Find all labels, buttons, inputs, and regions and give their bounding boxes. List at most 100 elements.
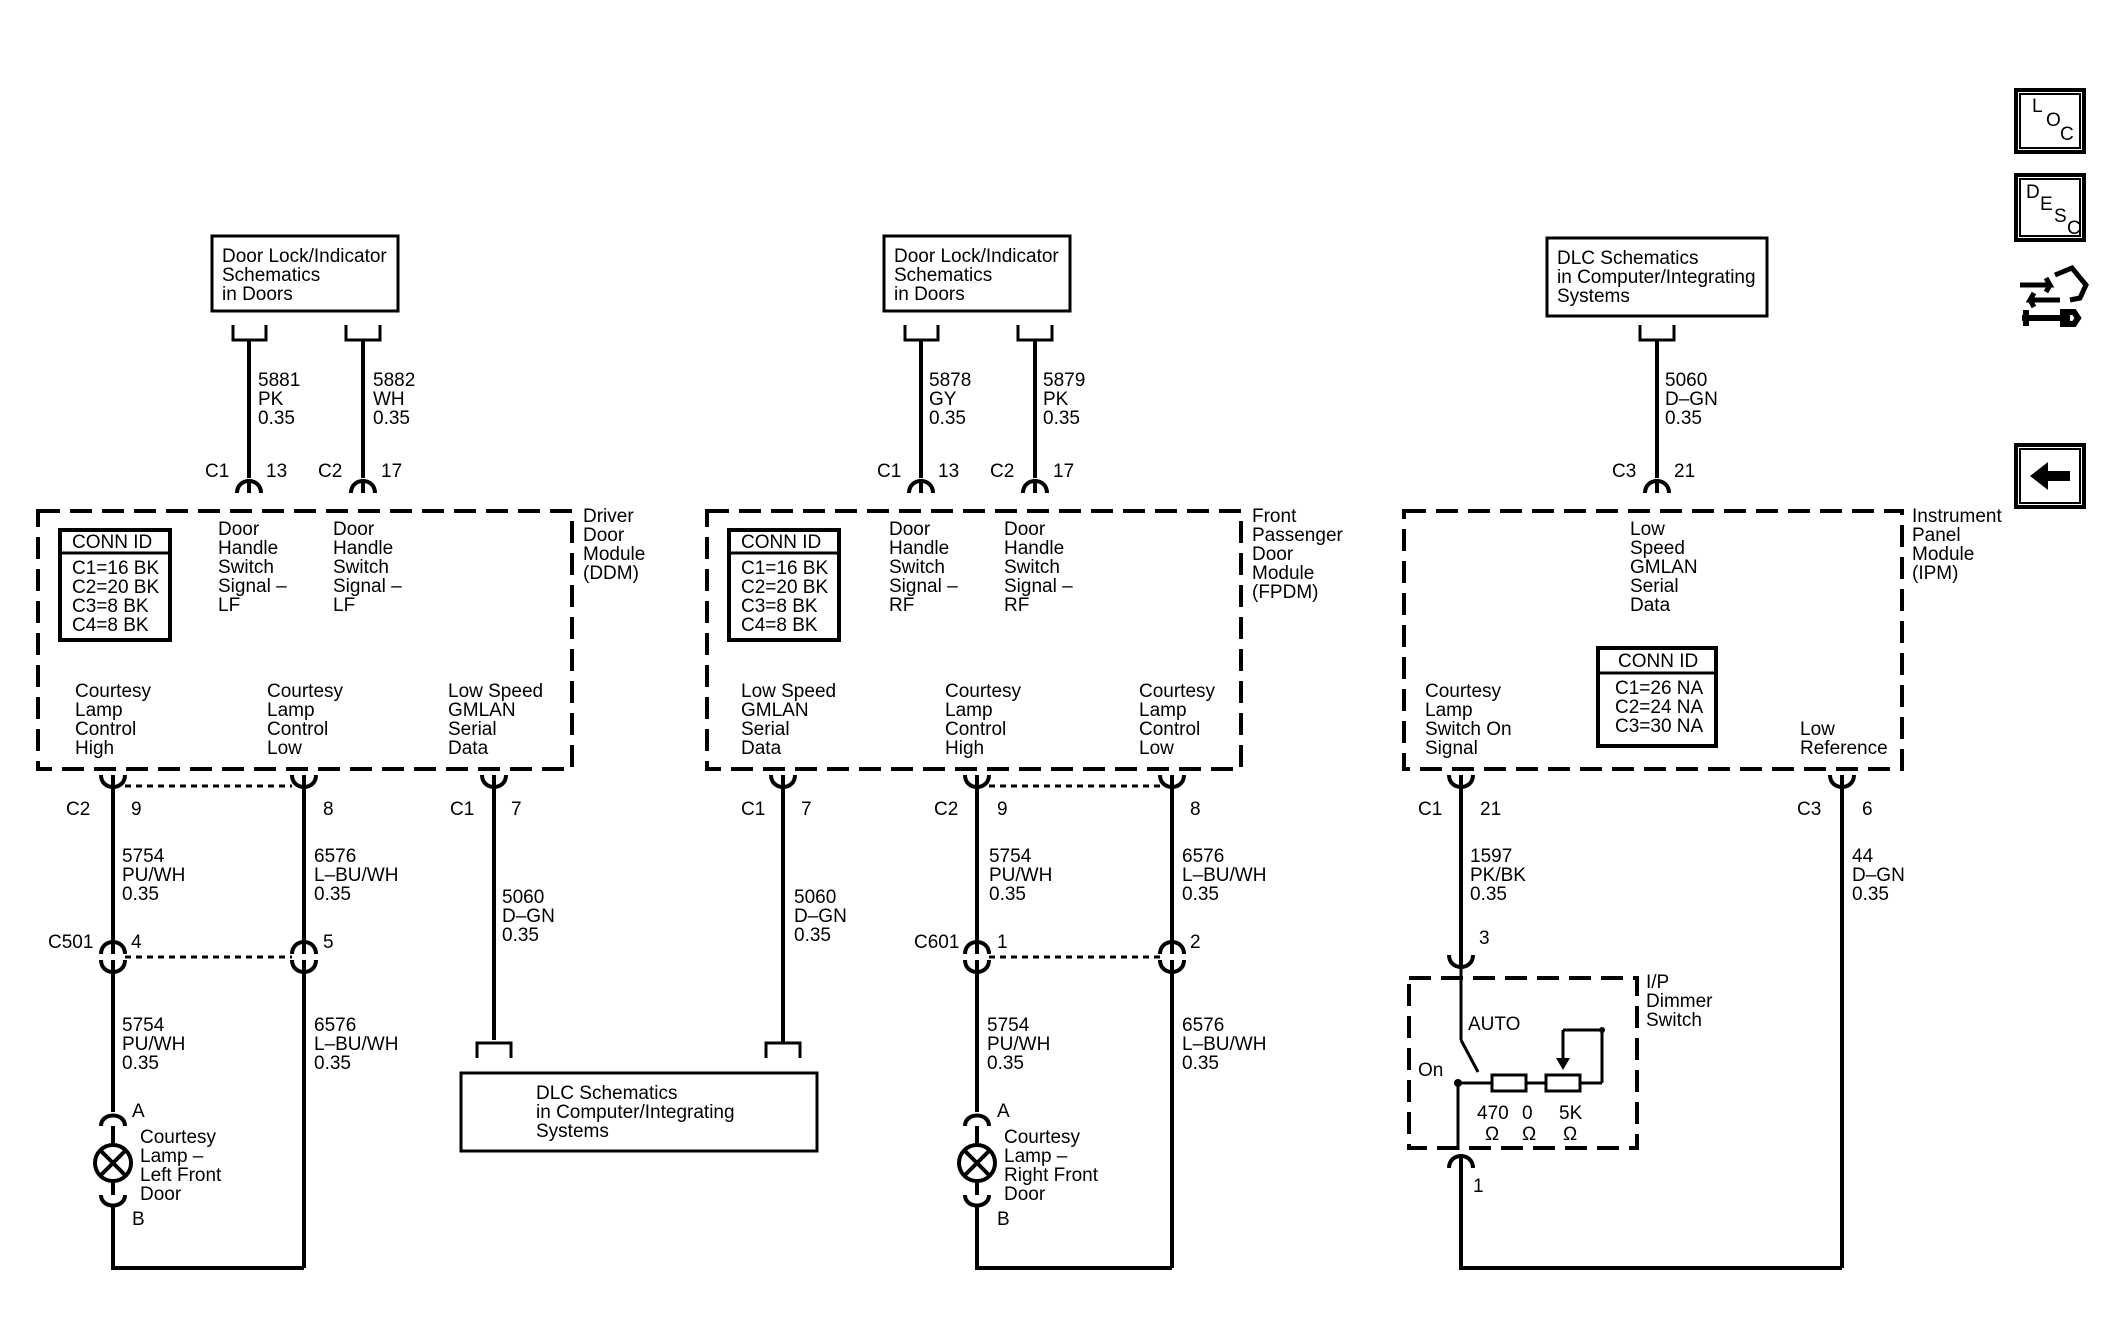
svg-text:Switch On: Switch On <box>1425 719 1512 740</box>
wire-label-6576: 6576 L–BU/WH 0.35 <box>314 1015 398 1074</box>
svg-text:Switch: Switch <box>889 557 945 578</box>
svg-text:D–GN: D–GN <box>502 906 555 927</box>
svg-text:Courtesy: Courtesy <box>267 681 344 702</box>
svg-text:0.35: 0.35 <box>794 925 831 946</box>
desc-letter-e: E <box>2040 194 2053 215</box>
svg-text:7: 7 <box>801 799 812 820</box>
ref-box-fpdm-door-lock[interactable]: Door Lock/Indicator Schematics in Doors <box>882 234 1072 313</box>
svg-text:0.35: 0.35 <box>1665 408 1702 429</box>
ref-line: in Computer/Integrating <box>1557 267 1756 288</box>
svg-text:GMLAN: GMLAN <box>1630 557 1698 578</box>
desc-letter-d: D <box>2026 182 2040 203</box>
svg-text:5: 5 <box>323 932 334 953</box>
svg-text:17: 17 <box>1053 461 1074 482</box>
svg-text:Control: Control <box>1139 719 1200 740</box>
svg-text:6: 6 <box>1862 799 1873 820</box>
module-name: Door <box>583 525 625 546</box>
svg-text:LF: LF <box>333 595 355 616</box>
ref-line: in Doors <box>222 284 293 305</box>
ref-line: Door Lock/Indicator <box>222 246 387 267</box>
svg-text:0.35: 0.35 <box>258 408 295 429</box>
svg-text:5881: 5881 <box>258 370 300 391</box>
module-ddm[interactable]: Driver Door Module (DDM) CONN ID C1=16 B… <box>36 506 645 771</box>
svg-text:4: 4 <box>131 932 142 953</box>
svg-text:Signal –: Signal – <box>889 576 958 597</box>
svg-text:High: High <box>75 738 114 759</box>
svg-text:C601: C601 <box>914 932 959 953</box>
svg-text:Serial: Serial <box>448 719 497 740</box>
svg-text:6576: 6576 <box>314 846 356 867</box>
svg-text:CONN ID: CONN ID <box>1618 651 1698 672</box>
module-fpdm[interactable]: Front Passenger Door Module (FPDM) CONN … <box>705 506 1344 771</box>
loc-button[interactable]: L O C <box>2014 88 2086 154</box>
svg-text:C1=16 BK: C1=16 BK <box>741 558 828 579</box>
svg-text:A: A <box>997 1101 1010 1122</box>
svg-text:PK/BK: PK/BK <box>1470 865 1526 886</box>
svg-text:Dimmer: Dimmer <box>1646 991 1713 1012</box>
ref-box-dlc-bottom[interactable]: DLC Schematics in Computer/Integrating S… <box>459 1071 819 1153</box>
svg-text:0.35: 0.35 <box>122 884 159 905</box>
svg-text:L–BU/WH: L–BU/WH <box>314 1034 398 1055</box>
svg-text:Ω: Ω <box>1485 1124 1499 1145</box>
svg-text:Door: Door <box>889 519 931 540</box>
ref-box-ipm-dlc[interactable]: DLC Schematics in Computer/Integrating S… <box>1545 236 1769 318</box>
svg-text:17: 17 <box>381 461 402 482</box>
svg-text:7: 7 <box>511 799 522 820</box>
svg-text:Courtesy: Courtesy <box>945 681 1022 702</box>
svg-text:Handle: Handle <box>889 538 949 559</box>
module-name: (DDM) <box>583 563 639 584</box>
wire-label-5754: 5754 PU/WH 0.35 <box>122 1015 185 1074</box>
resistor-470 <box>1490 1073 1528 1093</box>
svg-text:0: 0 <box>1522 1103 1533 1124</box>
svg-text:GY: GY <box>929 389 957 410</box>
svg-text:AUTO: AUTO <box>1468 1014 1520 1035</box>
svg-text:5882: 5882 <box>373 370 415 391</box>
wire-label-1597: 1597 PK/BK 0.35 <box>1470 846 1526 905</box>
svg-text:5060: 5060 <box>1665 370 1707 391</box>
svg-text:C3: C3 <box>1612 461 1636 482</box>
svg-text:Ω: Ω <box>1563 1124 1577 1145</box>
courtesy-lamp-rf: A B Courtesy Lamp – Right Front Door <box>957 1101 1099 1230</box>
svg-text:Ω: Ω <box>1522 1124 1536 1145</box>
back-arrow-button[interactable] <box>2014 443 2086 509</box>
svg-text:PK: PK <box>1043 389 1069 410</box>
svg-text:5060: 5060 <box>794 887 836 908</box>
svg-text:5060: 5060 <box>502 887 544 908</box>
svg-text:Handle: Handle <box>218 538 278 559</box>
svg-text:Door: Door <box>1004 1184 1046 1205</box>
svg-text:C2: C2 <box>934 799 958 820</box>
wire-label-5754: 5754 PU/WH 0.35 <box>987 1015 1050 1074</box>
connector-tool-icon[interactable] <box>2020 264 2089 327</box>
svg-text:Courtesy: Courtesy <box>75 681 152 702</box>
ref-line: Schematics <box>894 265 992 286</box>
svg-text:Switch: Switch <box>1646 1010 1702 1031</box>
module-name: Module <box>1252 563 1314 584</box>
svg-text:44: 44 <box>1852 846 1874 867</box>
ref-box-ddm-door-lock[interactable]: Door Lock/Indicator Schematics in Doors <box>210 234 400 313</box>
svg-text:L–BU/WH: L–BU/WH <box>314 865 398 886</box>
svg-text:L–BU/WH: L–BU/WH <box>1182 1034 1266 1055</box>
svg-text:Door: Door <box>140 1184 182 1205</box>
svg-text:1597: 1597 <box>1470 846 1512 867</box>
svg-text:0.35: 0.35 <box>502 925 539 946</box>
svg-text:C1: C1 <box>741 799 765 820</box>
svg-text:PK: PK <box>258 389 284 410</box>
svg-text:C1: C1 <box>1418 799 1442 820</box>
ref-line: in Computer/Integrating <box>536 1102 735 1123</box>
svg-text:21: 21 <box>1674 461 1695 482</box>
svg-text:Lamp: Lamp <box>75 700 123 721</box>
svg-text:1: 1 <box>1473 1176 1484 1197</box>
svg-text:5754: 5754 <box>122 1015 165 1036</box>
desc-letter-s: S <box>2054 206 2067 227</box>
svg-text:WH: WH <box>373 389 405 410</box>
desc-button[interactable]: D E S C <box>2014 173 2086 242</box>
module-name: Module <box>583 544 645 565</box>
svg-text:21: 21 <box>1480 799 1501 820</box>
svg-text:Control: Control <box>75 719 136 740</box>
module-ipm[interactable]: Instrument Panel Module (IPM) Low Speed … <box>1402 506 2002 771</box>
svg-text:Handle: Handle <box>1004 538 1064 559</box>
ref-line: DLC Schematics <box>1557 248 1699 269</box>
